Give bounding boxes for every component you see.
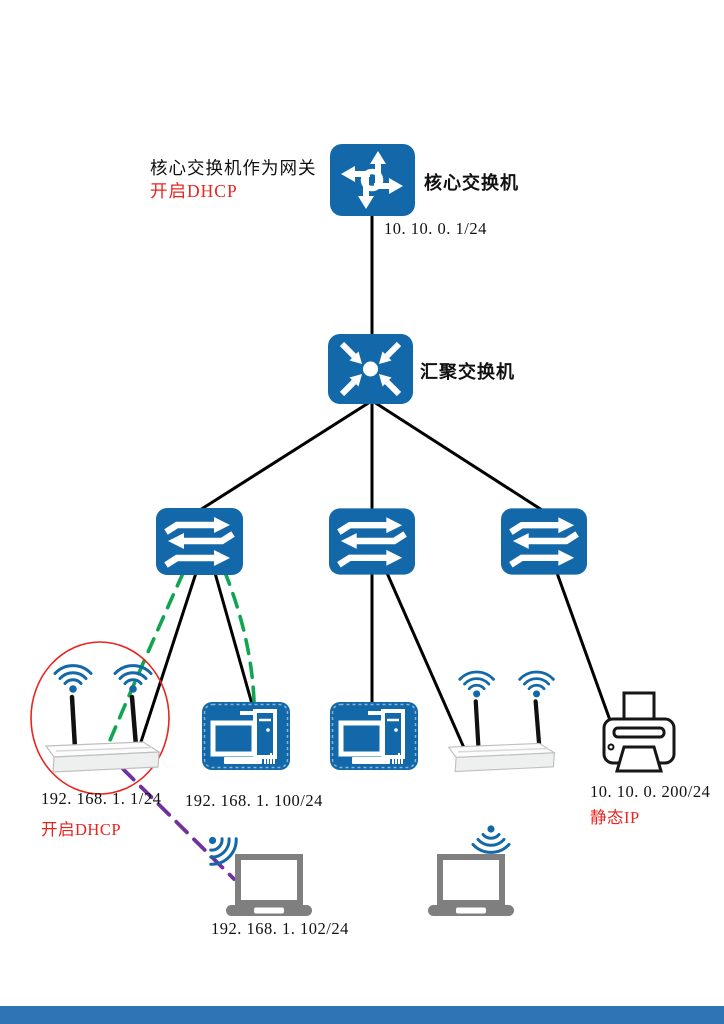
core-switch-icon: [330, 144, 415, 216]
link-switch1-to-router1: [137, 572, 198, 749]
wireless-router-2: [443, 660, 559, 782]
router1-dhcp-note: 开启DHCP: [41, 820, 122, 839]
link-aggregation-to-switch3: [373, 400, 543, 512]
green-dashed-path-router1: [106, 549, 195, 747]
core-switch-ip: 10. 10. 0. 1/24: [384, 219, 487, 238]
printer-ip: 10. 10. 0. 200/24: [590, 782, 711, 801]
link-aggregation-to-switch1: [199, 400, 371, 512]
printer-static-note: 静态IP: [590, 808, 640, 827]
printer-icon: [602, 691, 676, 773]
wifi-signal-icon: [113, 664, 153, 693]
aggregation-switch-icon: [328, 334, 413, 404]
desktop-pc-icon: [330, 702, 418, 770]
wifi-signal-icon: [458, 670, 495, 698]
laptop1-ip: 192. 168. 1. 102/24: [211, 919, 349, 938]
core-switch-label: 核心交换机: [424, 173, 519, 193]
wifi-signal-icon: [471, 825, 511, 854]
access-switch-icon: [501, 508, 587, 575]
desktop-1: [202, 702, 290, 770]
aggregation-switch: [328, 334, 413, 404]
access-switch-1: [156, 508, 243, 575]
green-dashed-path-desktop1: [213, 547, 256, 703]
purple-dashed-path-laptop1: [121, 767, 236, 881]
desktop-2: [330, 702, 418, 770]
wireless-router-icon: [447, 670, 557, 773]
red-highlight-circle: [30, 641, 170, 795]
wifi-laptop-1: [192, 820, 250, 878]
laptop-icon: [226, 854, 312, 916]
laptop-icon: [428, 854, 514, 916]
desktop-pc-icon: [202, 702, 290, 770]
link-switch2-to-router2: [385, 572, 470, 758]
wireless-router-1: [40, 658, 164, 782]
router1-ip: 192. 168. 1. 1/24: [41, 789, 162, 808]
core-note-line2: 开启DHCP: [150, 181, 238, 201]
laptop-2: [426, 854, 516, 918]
footer-bar: [0, 1006, 724, 1024]
wireless-router-icon: [44, 664, 161, 773]
wifi-signal-icon: [518, 670, 555, 698]
laptop-1: [224, 854, 314, 918]
link-switch3-to-printer: [555, 572, 613, 724]
wifi-signal-icon: [208, 836, 238, 866]
access-switch-3: [501, 508, 587, 575]
wifi-signal-icon: [53, 664, 93, 693]
desktop1-ip: 192. 168. 1. 100/24: [185, 791, 323, 810]
core-switch: [330, 144, 415, 216]
core-note-line1: 核心交换机作为网关: [150, 158, 317, 178]
wifi-laptop-2: [470, 822, 512, 860]
access-switch-2: [329, 508, 415, 575]
access-switch-icon: [329, 508, 415, 575]
network-printer: [600, 691, 678, 779]
aggregation-switch-label: 汇聚交换机: [420, 362, 515, 382]
link-switch1-to-desktop1: [213, 572, 254, 705]
access-switch-icon: [156, 508, 243, 575]
